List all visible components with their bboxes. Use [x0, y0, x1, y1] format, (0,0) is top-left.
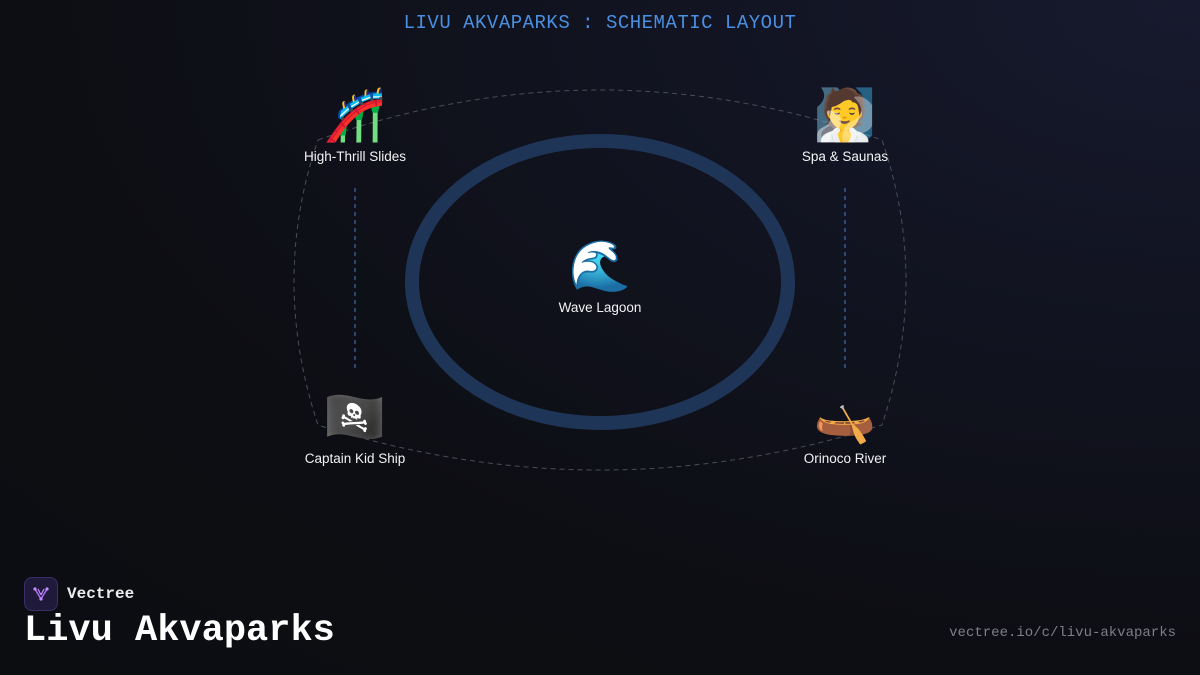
- water-wave-icon: 🌊: [568, 238, 632, 294]
- pirate-flag-icon: 🏴‍☠️: [323, 389, 387, 445]
- zone-label: Orinoco River: [803, 451, 887, 466]
- zone-orinoco-river[interactable]: 🛶 Orinoco River: [755, 389, 935, 466]
- canoe-icon: 🛶: [813, 389, 877, 445]
- zone-spa-saunas[interactable]: 🧖 Spa & Saunas: [755, 87, 935, 164]
- outer-walkway-path: [293, 89, 907, 471]
- wave-lagoon-ring: [405, 134, 795, 430]
- zone-label: Spa & Saunas: [801, 149, 889, 164]
- zone-label: High-Thrill Slides: [303, 149, 407, 164]
- brand-name: Vectree: [67, 585, 135, 603]
- page-heading: Livu Akvaparks: [24, 610, 335, 652]
- zone-label: Wave Lagoon: [558, 300, 642, 315]
- brand[interactable]: Vectree: [24, 577, 134, 611]
- page-url[interactable]: vectree.io/c/livu-akvaparks: [949, 625, 1176, 641]
- vectree-logo-icon: [24, 577, 58, 611]
- zone-high-thrill-slides[interactable]: 🎢 High-Thrill Slides: [265, 87, 445, 164]
- zone-label: Captain Kid Ship: [304, 451, 406, 466]
- roller-coaster-icon: 🎢: [323, 87, 387, 143]
- diagram-title: LIVU AKVAPARKS : SCHEMATIC LAYOUT: [403, 12, 797, 34]
- zone-wave-lagoon[interactable]: 🌊 Wave Lagoon: [510, 238, 690, 315]
- zone-captain-kid-ship[interactable]: 🏴‍☠️ Captain Kid Ship: [265, 389, 445, 466]
- person-in-steamy-room-icon: 🧖: [813, 87, 877, 143]
